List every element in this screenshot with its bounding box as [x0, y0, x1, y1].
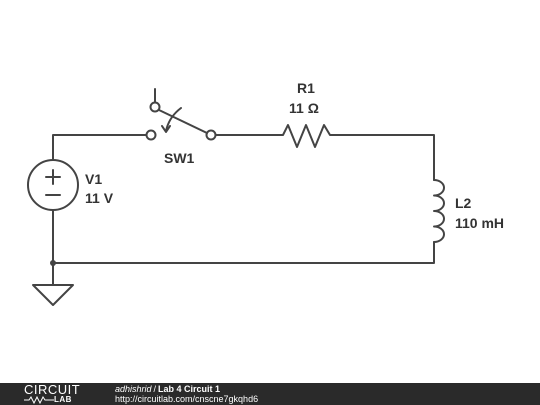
meta-separator: / [153, 384, 157, 394]
author-link[interactable]: adhishrid [115, 384, 152, 394]
circuitlab-logo[interactable]: CIRCUIT LAB [24, 383, 94, 405]
source-value: 11 V [85, 190, 114, 206]
circuit-url[interactable]: http://circuitlab.com/cnscne7gkqhd6 [115, 394, 259, 404]
wire-bottom [52, 209, 435, 264]
switch-sw1 [145, 88, 217, 141]
resistor-value: 11 Ω [289, 100, 319, 116]
source-label: V1 [85, 171, 102, 187]
inductor-label: L2 [455, 195, 472, 211]
logo-text-top: CIRCUIT [24, 382, 81, 397]
junction-dot [50, 260, 56, 266]
switch-label: SW1 [164, 150, 195, 166]
footer-bar: CIRCUIT LAB adhishrid/Lab 4 Circuit 1 ht… [0, 383, 540, 405]
wire-top-left [52, 134, 147, 161]
wire-top-right [335, 134, 435, 181]
resistor-r1 [277, 124, 337, 148]
circuit-meta: adhishrid/Lab 4 Circuit 1 http://circuit… [115, 384, 258, 404]
ground-symbol [32, 284, 74, 306]
resistor-label: R1 [297, 80, 315, 96]
resistor-logo-icon [24, 396, 54, 404]
inductor-value: 110 mH [455, 215, 504, 231]
circuit-schematic: SW1 R1 11 Ω V1 11 V L2 110 mH [27, 80, 504, 306]
inductor-l2 [433, 179, 445, 243]
circuit-title[interactable]: Lab 4 Circuit 1 [158, 384, 221, 394]
voltage-source-v1 [27, 159, 79, 211]
logo-text-bottom: LAB [54, 395, 72, 404]
